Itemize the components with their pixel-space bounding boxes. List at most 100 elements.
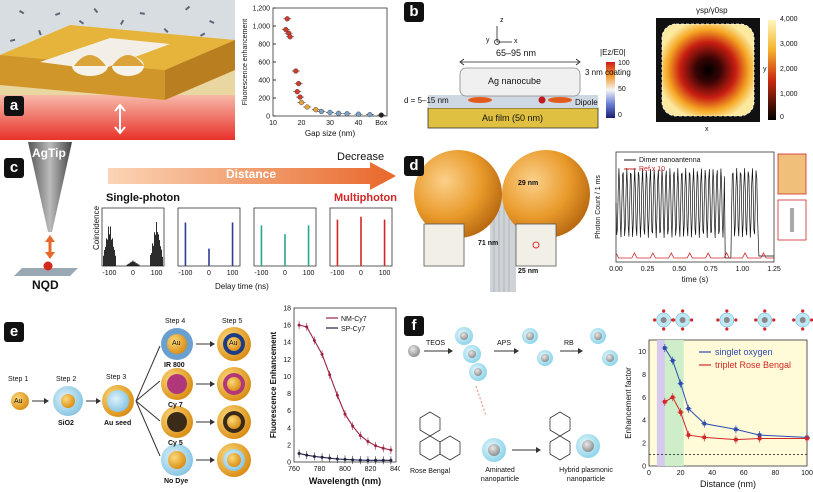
series-line-1	[664, 396, 807, 441]
teos-label: TEOS	[426, 340, 446, 347]
particle-core-icon	[660, 317, 667, 323]
data-point	[328, 373, 332, 377]
x-tick-label: 0	[131, 270, 135, 277]
colorbar2-tick-4: 0	[780, 114, 784, 121]
distance-arrow	[108, 162, 396, 190]
data-point	[686, 406, 691, 411]
dye-dot-icon	[681, 327, 685, 331]
y-tick-label: 600	[258, 60, 270, 67]
y-tick-label: 6	[642, 395, 646, 402]
colorbar1-title: |Ez/E0|	[600, 48, 626, 57]
data-point	[335, 457, 339, 461]
x-tick-label: 100	[151, 270, 163, 277]
x-tick-label: Box	[375, 120, 388, 127]
x-tick-label: 0.25	[641, 266, 655, 273]
dye-nodye-label: No Dye	[164, 478, 189, 485]
x-tick-label: 0.50	[672, 266, 686, 273]
dye-dot-icon	[725, 309, 729, 313]
data-point	[297, 451, 301, 455]
tip-illustration	[14, 142, 78, 276]
y-tick-label: 18	[283, 306, 291, 313]
y-tick-label: 800	[258, 42, 270, 49]
aps-label: APS	[497, 340, 512, 347]
x-tick-label: 1.00	[736, 266, 750, 273]
legend-label: triplet Rose Bengal	[715, 360, 791, 370]
data-point	[358, 458, 362, 462]
y-tick-label: 10	[638, 349, 646, 356]
y-tick-label: 10	[283, 374, 291, 381]
inset-ref-pillar	[790, 208, 794, 232]
data-point	[381, 446, 385, 450]
x-tick-label: 60	[740, 470, 748, 477]
data-point	[293, 68, 299, 74]
data-point	[670, 358, 675, 363]
panel-letter-d: d	[404, 156, 424, 176]
synthesis-scheme	[11, 327, 251, 477]
axis-x-label: x	[514, 38, 518, 45]
data-point	[734, 427, 738, 432]
y-tick-label: 16	[283, 323, 291, 330]
step2-label: Step 2	[56, 376, 77, 383]
dye-dot-icon	[801, 309, 805, 313]
x-tick-label: 0	[359, 270, 363, 277]
y-tick-label: 0	[266, 114, 270, 121]
x-tick-label: -100	[254, 270, 268, 277]
coating-label: 3 nm coating	[585, 68, 631, 77]
hybrid-np-label: Hybrid plasmonic nanoparticle	[559, 467, 613, 483]
y-tick-label: 200	[258, 96, 270, 103]
data-point	[304, 104, 310, 110]
dye-dot-icon	[792, 318, 796, 322]
functionalization-scheme	[408, 327, 618, 462]
data-point	[757, 436, 762, 441]
film-label: Au film (50 nm)	[482, 113, 544, 123]
x-tick-label: 100	[379, 270, 391, 277]
colorbar2-tick-2: 2,000	[780, 66, 798, 73]
dim-29nm: 29 nm	[518, 180, 539, 187]
legend-label: NM-Cy7	[341, 316, 367, 323]
x-tick-label: 760	[288, 466, 300, 473]
data-point	[734, 437, 738, 442]
data-point	[355, 111, 362, 117]
dye-dot-icon	[681, 309, 685, 313]
data-point	[366, 458, 370, 462]
x-tick-label: 100	[303, 270, 315, 277]
particle-core-icon	[723, 317, 730, 323]
y-tick-label: 400	[258, 78, 270, 85]
y-tick-label: 6	[287, 408, 291, 415]
data-point	[381, 458, 385, 462]
data-point	[283, 27, 289, 33]
legend-label: singlet oxygen	[715, 347, 773, 357]
x-tick-label: 840	[390, 466, 400, 473]
data-point	[287, 34, 293, 40]
dye-dot-icon	[810, 318, 813, 322]
map-y-label: y	[763, 66, 767, 73]
dye-dot-icon	[725, 327, 729, 331]
x-tick-label: 30	[326, 120, 334, 127]
axis-y-label: y	[486, 37, 490, 44]
particle-core-icon	[799, 317, 806, 323]
data-point	[702, 421, 707, 426]
rose-bengal-label: Rose Bengal	[410, 468, 451, 475]
data-point	[663, 400, 667, 404]
dimer-antenna-illustration	[414, 150, 590, 292]
dye-dot-icon	[734, 318, 738, 322]
x-tick-label: 0	[207, 270, 211, 277]
colorbar2-tick-3: 1,000	[780, 91, 798, 98]
emission-rate-map	[656, 18, 776, 122]
dye-dot-icon	[801, 327, 805, 331]
inset-dimer	[777, 153, 807, 195]
data-point	[367, 112, 373, 118]
data-point	[320, 455, 324, 459]
x-tick-label: 800	[339, 466, 351, 473]
dye-ir800-label: IR 800	[164, 362, 185, 369]
x-axis-label: time (s)	[682, 275, 709, 284]
cube-size-label: 65–95 nm	[496, 48, 537, 58]
x-tick-label: 100	[227, 270, 239, 277]
colorbar2-tick-0: 4,000	[780, 16, 798, 23]
data-point	[358, 433, 362, 437]
step4-label: Step 4	[165, 318, 186, 325]
data-point	[702, 435, 707, 440]
panel-a: a	[0, 0, 400, 140]
